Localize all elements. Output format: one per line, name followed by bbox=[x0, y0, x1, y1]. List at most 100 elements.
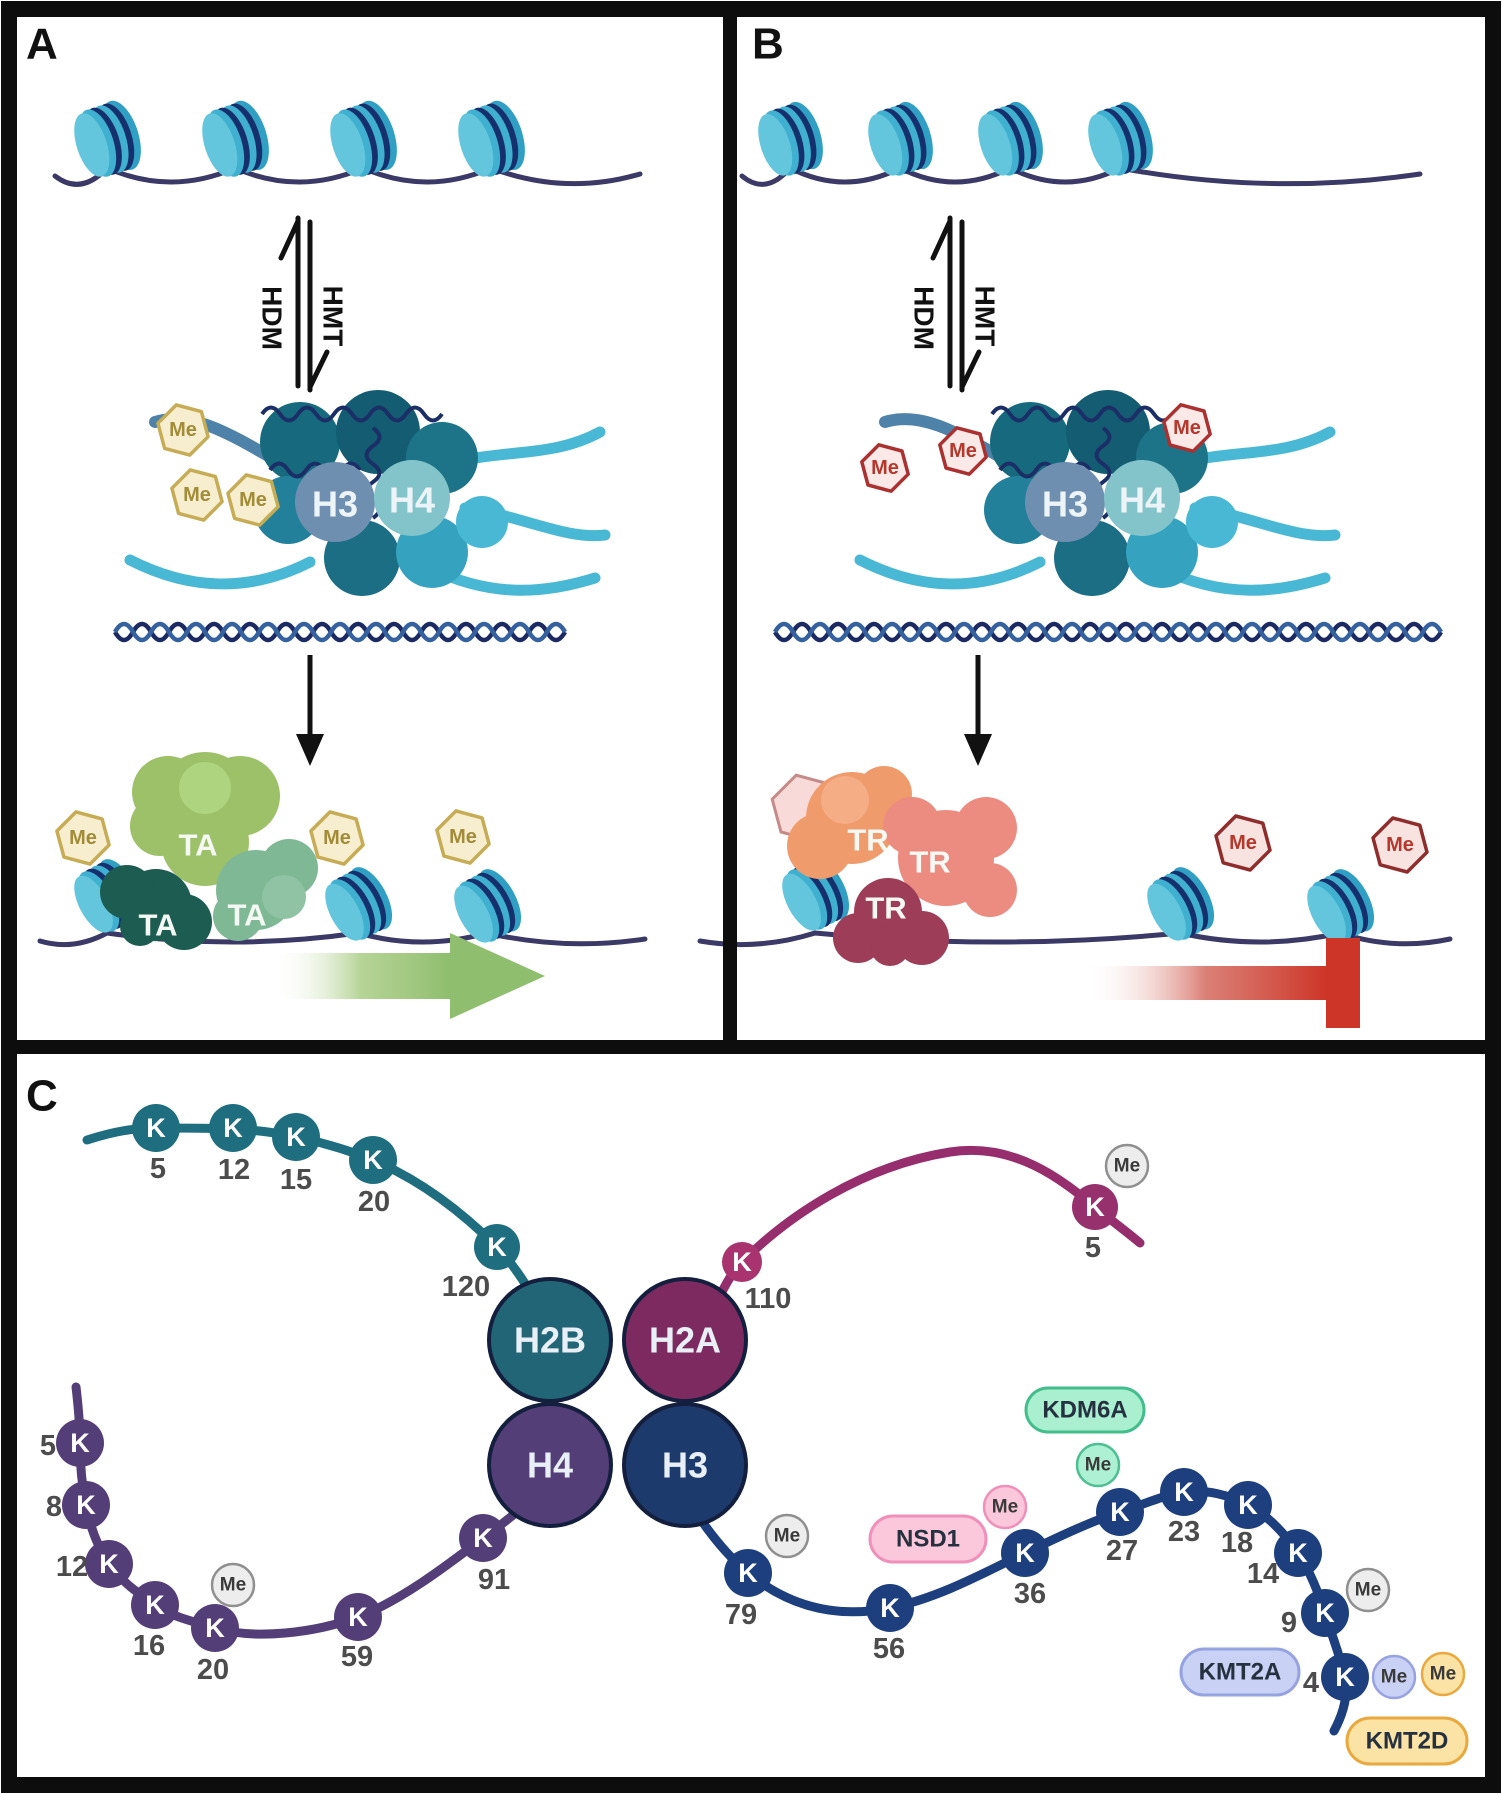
histone-core-label: H4 bbox=[527, 1445, 573, 1486]
lysine-node bbox=[724, 1549, 772, 1597]
lysine-letter: K bbox=[1015, 1538, 1035, 1568]
lysine-node bbox=[132, 1104, 180, 1152]
histone-h4-label: H4 bbox=[389, 480, 435, 521]
enzyme-badge bbox=[868, 1514, 988, 1564]
ta-complex-blob bbox=[213, 891, 263, 941]
enzyme-name: KDM6A bbox=[1042, 1397, 1127, 1424]
residue-number: 5 bbox=[1085, 1232, 1101, 1264]
lysine-letter: K bbox=[732, 1247, 752, 1277]
methyl-hexagon-shape bbox=[1371, 816, 1429, 874]
methyl-badge: Me bbox=[1229, 832, 1257, 854]
dna-wrap-squiggle bbox=[260, 405, 444, 423]
tr-label: TR bbox=[865, 891, 906, 926]
hmt-label: HMT bbox=[318, 286, 349, 347]
methyl-hexagon: Me bbox=[156, 403, 210, 457]
lysine-node bbox=[1301, 1589, 1349, 1637]
methyl-hexagon-shape bbox=[226, 473, 280, 527]
lysine-letter: K bbox=[880, 1593, 900, 1623]
residue-number: 18 bbox=[1221, 1527, 1253, 1559]
residue-number: 27 bbox=[1106, 1535, 1138, 1567]
histone-core-circle bbox=[487, 1277, 613, 1403]
panel-b-label: B bbox=[752, 20, 784, 69]
down-arrowhead bbox=[296, 734, 324, 766]
methyl-hexagon: Me bbox=[1162, 403, 1212, 453]
histone-core-label: H2A bbox=[649, 1320, 721, 1361]
lysine-letter: K bbox=[146, 1113, 166, 1143]
methyl-badge: Me bbox=[1173, 417, 1201, 439]
histone-h4-circle bbox=[374, 460, 450, 536]
residue-number: 5 bbox=[150, 1153, 166, 1185]
methyl-badge: Me bbox=[449, 826, 477, 848]
residue-number: 59 bbox=[341, 1641, 373, 1673]
enzyme-name: NSD1 bbox=[896, 1526, 960, 1553]
methyl-hexagon: Me bbox=[1214, 814, 1272, 872]
histone-h3-label: H3 bbox=[1042, 484, 1088, 525]
dna-helix bbox=[773, 621, 1443, 643]
vertical-divider bbox=[723, 9, 737, 1049]
methyl-badge: Me bbox=[992, 1497, 1018, 1518]
histone-blob bbox=[1186, 496, 1238, 548]
down-arrowhead bbox=[964, 734, 992, 766]
residue-number: 20 bbox=[197, 1654, 229, 1686]
residue-number: 8 bbox=[46, 1491, 62, 1523]
lysine-letter: K bbox=[1315, 1598, 1335, 1628]
tr-label: TR bbox=[847, 823, 888, 858]
methyl-hexagon-shape bbox=[435, 809, 491, 865]
methyl-hexagon-shape bbox=[1214, 814, 1272, 872]
lysine-node bbox=[272, 1113, 320, 1161]
methyl-hexagon: Me bbox=[55, 810, 111, 866]
lysine-letter: K bbox=[1085, 1192, 1105, 1222]
histone-h4-circle bbox=[1104, 460, 1180, 536]
lysine-letter: K bbox=[99, 1549, 119, 1579]
lysine-letter: K bbox=[70, 1428, 90, 1458]
tr-complex-blob bbox=[787, 813, 853, 879]
panel-c-label: C bbox=[26, 1072, 58, 1121]
methylation-circle bbox=[1420, 1651, 1466, 1697]
nucleosome bbox=[66, 95, 149, 184]
nucleosome bbox=[750, 97, 831, 183]
methyl-badge: Me bbox=[871, 457, 899, 479]
equilibrium-arrowhead-down bbox=[307, 349, 330, 390]
lysine-node bbox=[459, 1514, 507, 1562]
histone-h3-label: H3 bbox=[312, 484, 358, 525]
lysine-node bbox=[62, 1481, 110, 1529]
ta-label: TA bbox=[178, 828, 217, 863]
residue-number: 20 bbox=[358, 1186, 390, 1218]
activation-arrow-bar bbox=[272, 953, 450, 999]
methyl-hexagon: Me bbox=[170, 468, 224, 522]
methyl-hexagon: Me bbox=[1371, 816, 1429, 874]
nucleosome bbox=[194, 95, 277, 184]
lysine-letter: K bbox=[1288, 1538, 1308, 1568]
lysine-letter: K bbox=[363, 1145, 383, 1175]
lysine-node bbox=[131, 1581, 179, 1629]
equilibrium-arrowhead-down bbox=[959, 349, 982, 390]
residue-number: 9 bbox=[1281, 1607, 1297, 1639]
methylation-circle bbox=[1075, 1442, 1121, 1488]
residue-number: 14 bbox=[1247, 1558, 1279, 1590]
lysine-letter: K bbox=[738, 1558, 758, 1588]
histone-h3-circle bbox=[1025, 462, 1105, 542]
histone-blob bbox=[456, 496, 508, 548]
equilibrium-arrowhead-up bbox=[278, 218, 301, 261]
methyl-hexagon: Me bbox=[309, 810, 365, 866]
methyl-hexagon-shape bbox=[309, 810, 365, 866]
tr-complex-blob bbox=[963, 863, 1017, 917]
histone-h3-circle bbox=[295, 462, 375, 542]
ta-complex-blob bbox=[120, 906, 160, 946]
methyl-hexagon-shape bbox=[938, 426, 988, 476]
methyl-badge: Me bbox=[169, 419, 197, 441]
methyl-badge: Me bbox=[220, 1575, 246, 1596]
lysine-node bbox=[209, 1104, 257, 1152]
lysine-node bbox=[1321, 1653, 1369, 1701]
methylation-circle bbox=[764, 1513, 810, 1559]
tr-complex-blob bbox=[821, 776, 869, 824]
residue-number: 120 bbox=[442, 1271, 490, 1303]
lysine-node bbox=[474, 1224, 520, 1270]
methyl-hexagon-shape bbox=[170, 468, 224, 522]
lysine-letter: K bbox=[286, 1122, 306, 1152]
methyl-badge: Me bbox=[1355, 1580, 1381, 1601]
tr-complex-blob bbox=[833, 913, 883, 963]
lysine-letter: K bbox=[1238, 1490, 1258, 1520]
